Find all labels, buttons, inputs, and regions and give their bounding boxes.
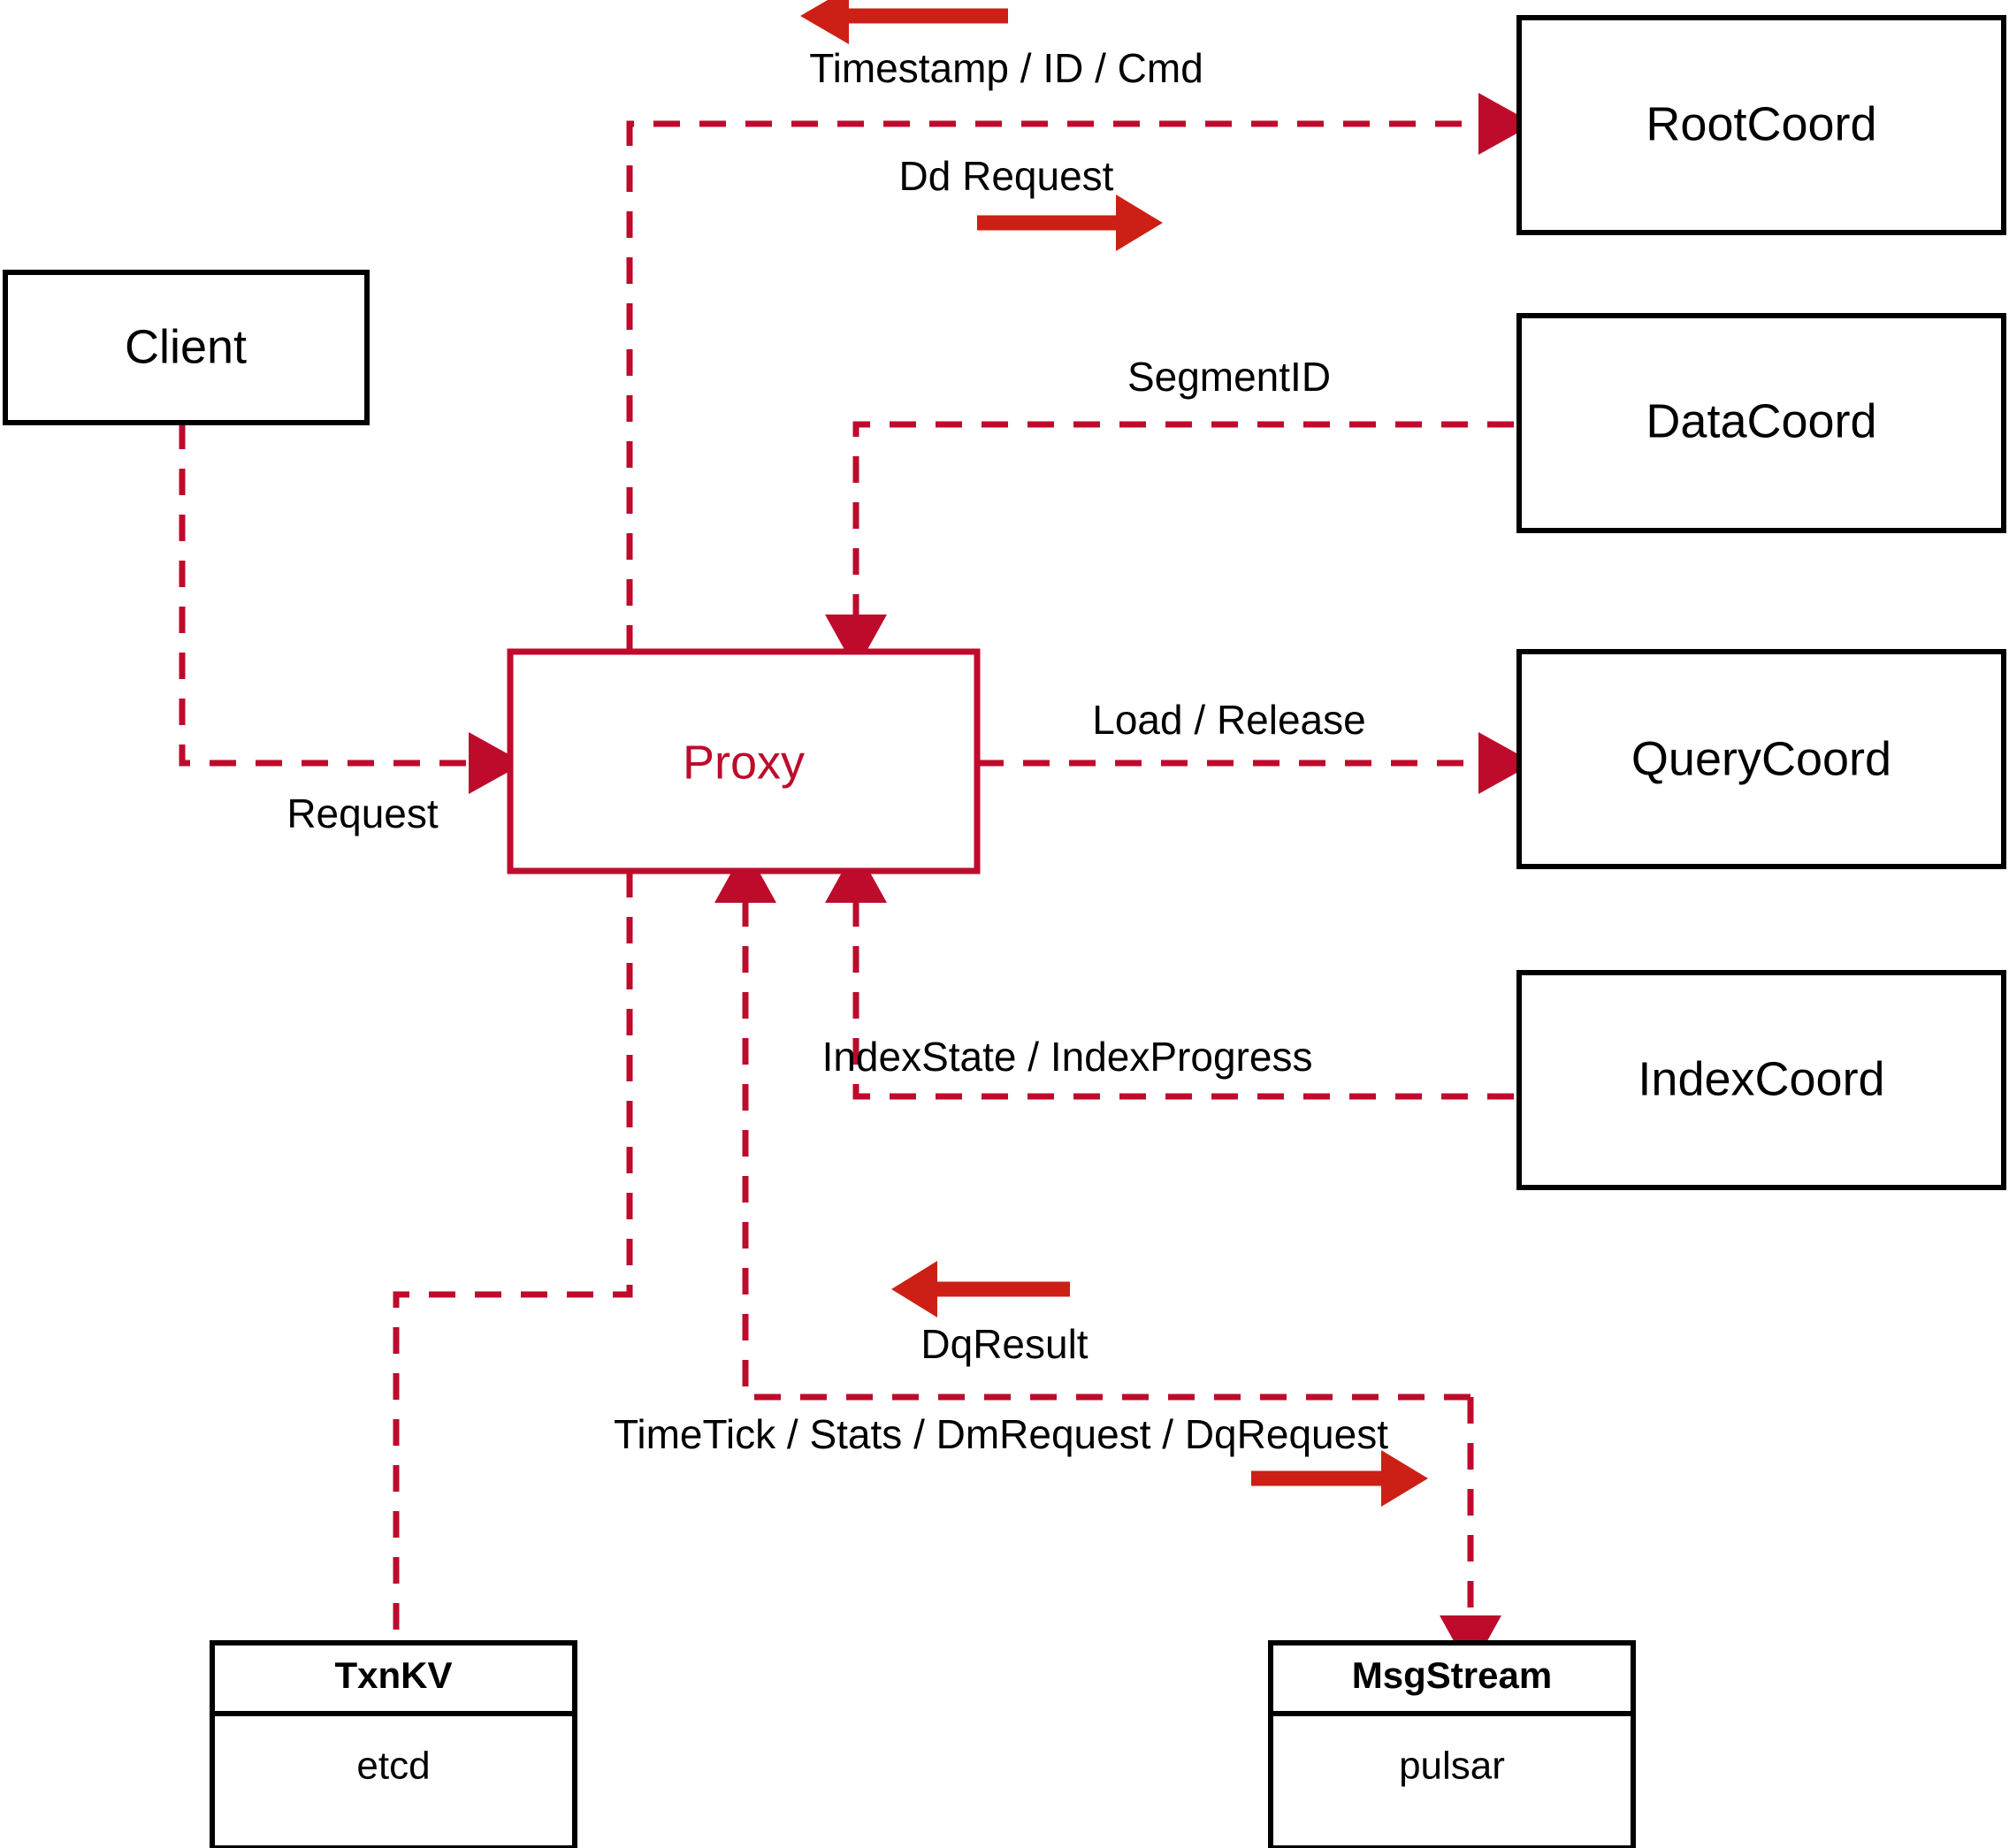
node-rootcoord-label: RootCoord: [1646, 97, 1876, 150]
node-txnkv-sublabel: etcd: [356, 1745, 430, 1788]
edge-datacoord-to-proxy: [825, 421, 1514, 670]
edge-label-dqresult: DqResult: [920, 1321, 1088, 1367]
node-indexcoord-label: IndexCoord: [1638, 1052, 1884, 1105]
edge-msgstream-to-proxy: [714, 847, 1470, 1401]
edge-label-dd-request: Dd Request: [899, 153, 1114, 199]
edge-label-segmentid: SegmentID: [1127, 354, 1331, 400]
node-rootcoord[interactable]: RootCoord: [1516, 15, 2006, 235]
node-datacoord[interactable]: DataCoord: [1516, 313, 2006, 533]
direction-arrow-timestamp: [800, 0, 1008, 44]
node-msgstream-label: MsgStream: [1352, 1654, 1552, 1696]
edge-client-to-proxy: [179, 423, 524, 794]
direction-arrow-timetick: [1251, 1450, 1428, 1507]
node-querycoord-label: QueryCoord: [1631, 732, 1891, 785]
node-txnkv[interactable]: TxnKV etcd: [210, 1640, 577, 1848]
edge-label-request: Request: [286, 790, 439, 836]
node-client[interactable]: Client: [3, 270, 370, 425]
direction-arrow-dd-request: [977, 195, 1163, 251]
node-msgstream-sublabel: pulsar: [1399, 1745, 1505, 1788]
edge-label-timestamp: Timestamp / ID / Cmd: [809, 45, 1203, 91]
edge-indexcoord-to-proxy: [825, 847, 1514, 1100]
node-client-label: Client: [125, 320, 247, 373]
direction-arrow-dqresult: [891, 1261, 1070, 1317]
edge-proxy-to-rootcoord: [626, 93, 1534, 652]
node-proxy-label: Proxy: [683, 736, 805, 789]
node-querycoord[interactable]: QueryCoord: [1516, 649, 2006, 869]
node-msgstream[interactable]: MsgStream pulsar: [1268, 1640, 1636, 1848]
node-datacoord-label: DataCoord: [1646, 394, 1876, 447]
node-indexcoord[interactable]: IndexCoord: [1516, 970, 2006, 1190]
edge-label-indexstate: IndexState / IndexProgress: [822, 1034, 1313, 1080]
edge-label-load-release: Load / Release: [1092, 697, 1365, 743]
edge-proxy-to-txnkv: [393, 871, 633, 1676]
node-txnkv-label: TxnKV: [334, 1654, 452, 1696]
edge-label-timetick: TimeTick / Stats / DmRequest / DqRequest: [614, 1411, 1388, 1457]
node-proxy[interactable]: Proxy: [507, 648, 981, 874]
